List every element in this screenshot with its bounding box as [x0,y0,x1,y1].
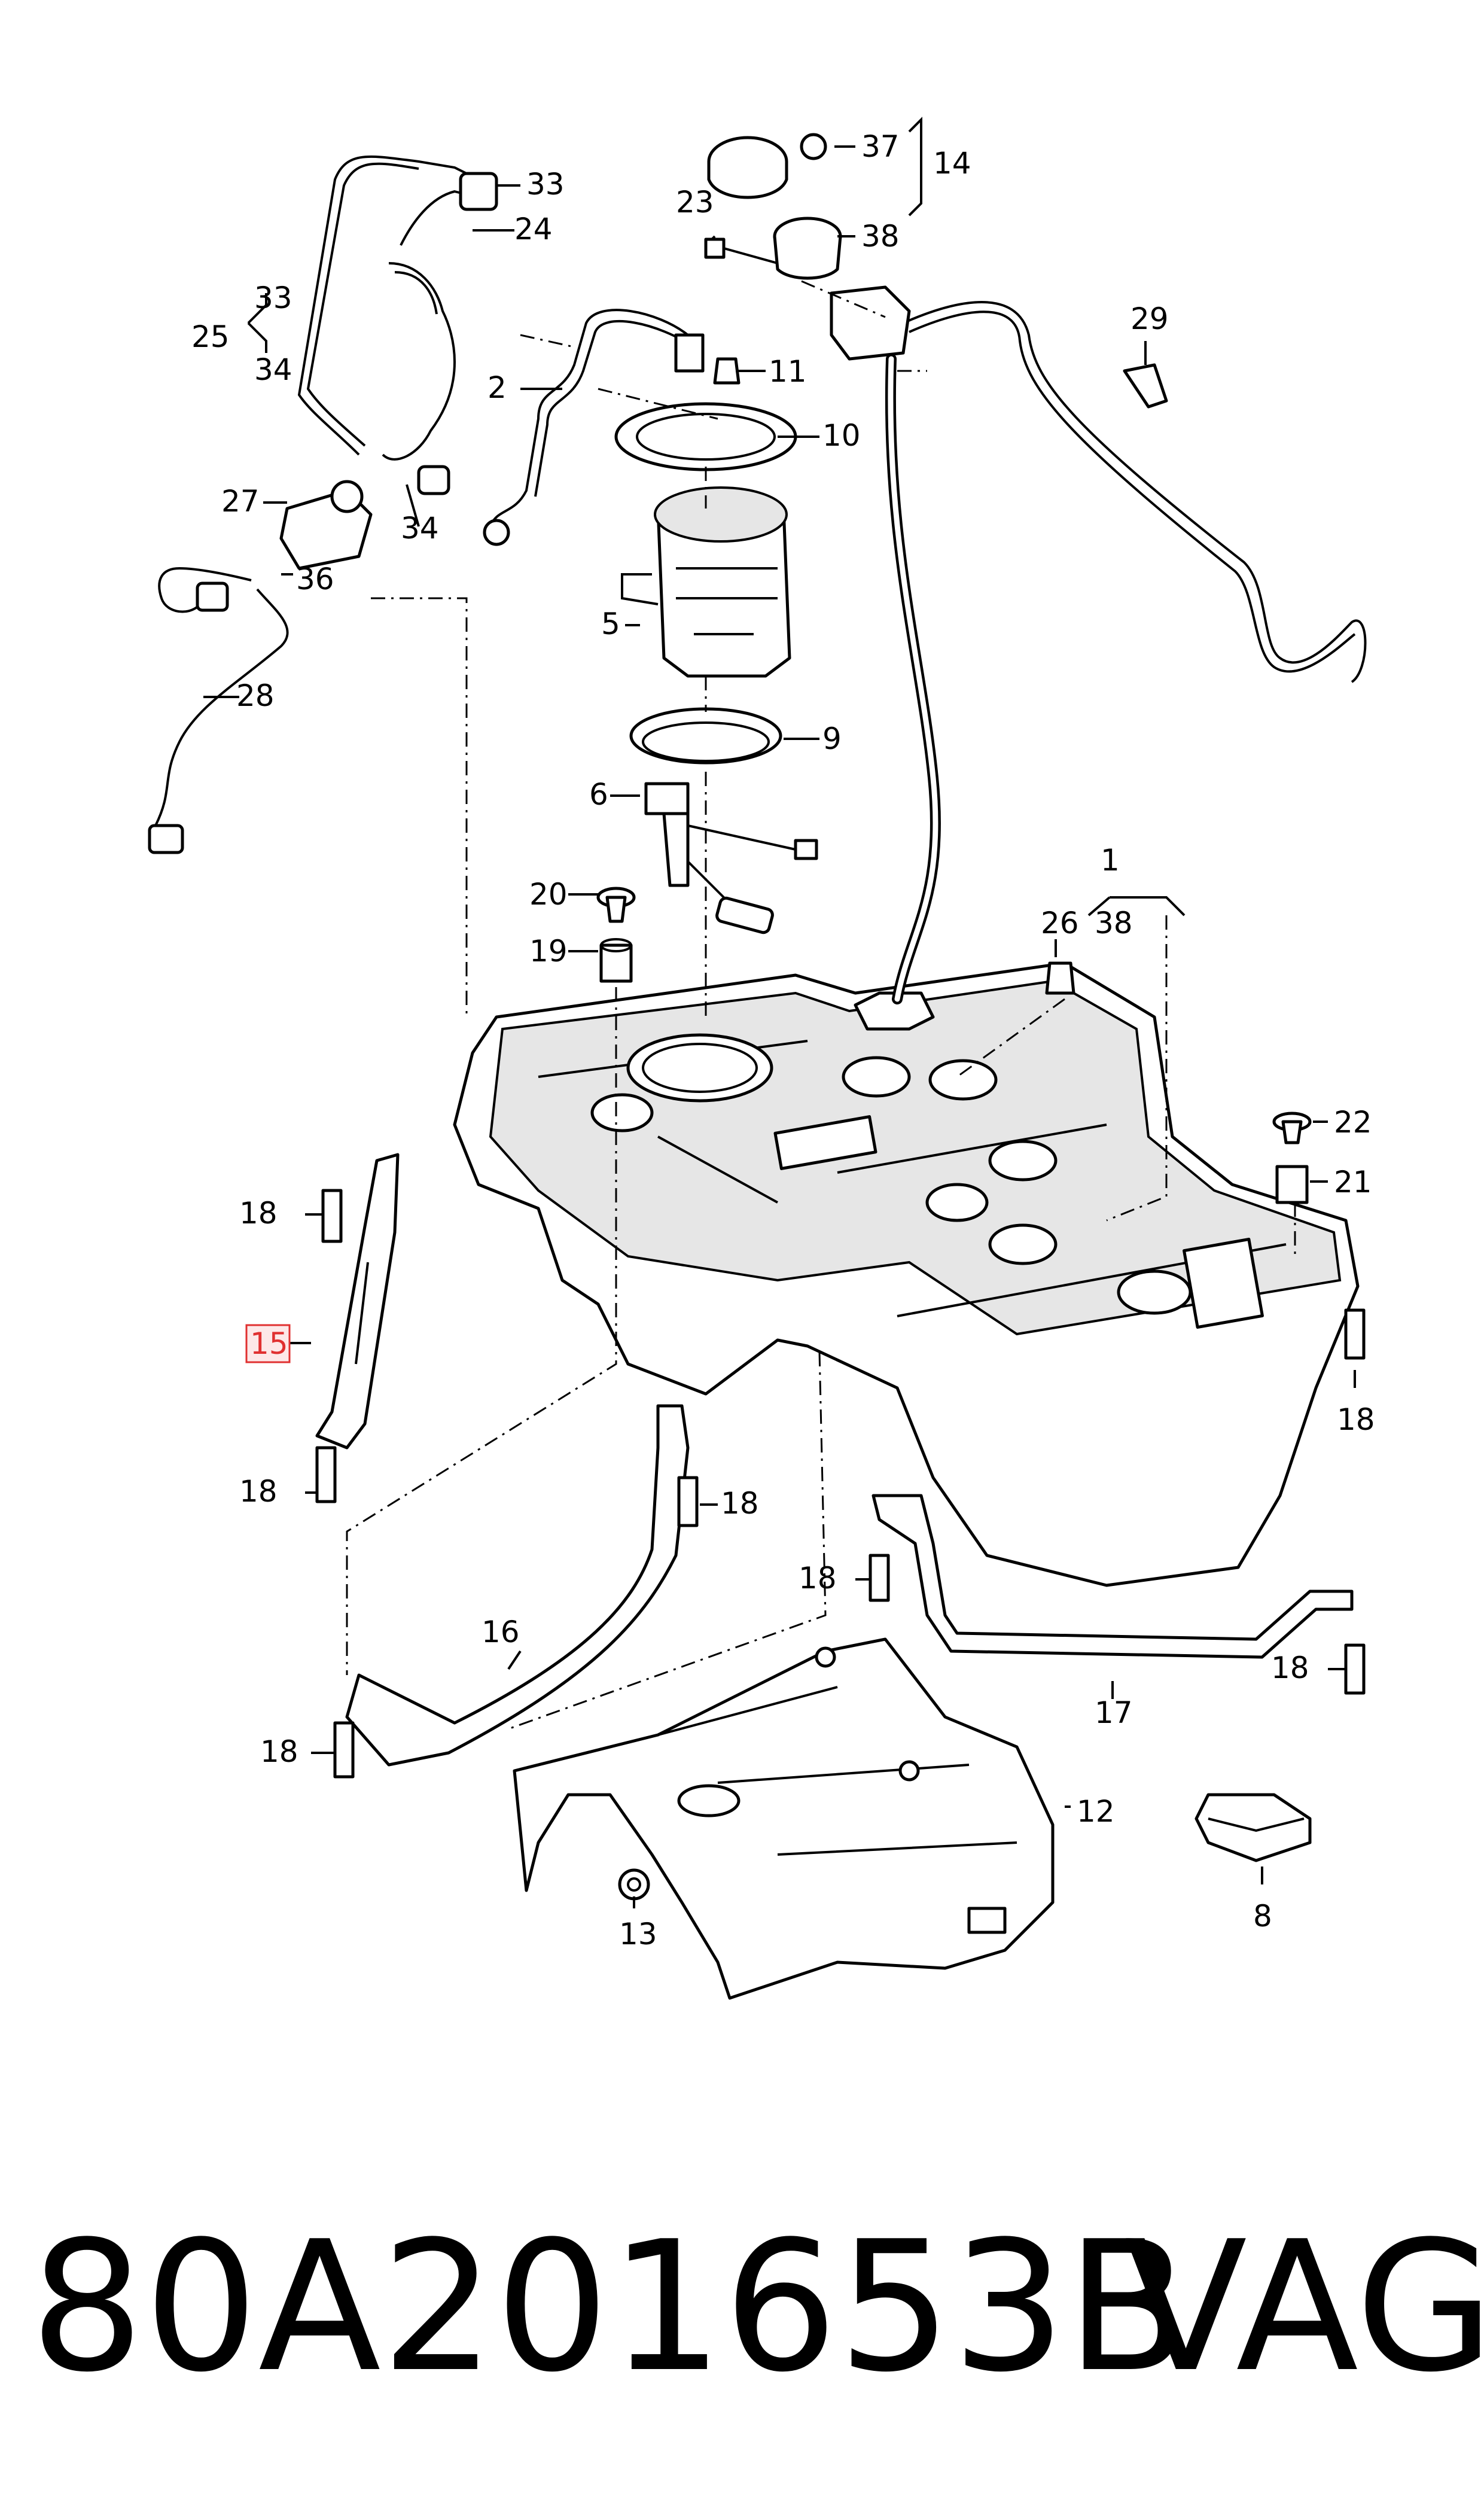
part-number: 80A201653B [30,2203,1189,2412]
label-13: 13 [619,1917,657,1951]
bolt-23[interactable] [704,238,778,264]
label-22: 22 [1334,1105,1372,1140]
label-27: 27 [221,484,260,519]
label-25: 25 [191,319,230,354]
cap-22[interactable] [1272,1112,1312,1144]
label-1: 1 [1101,843,1120,878]
label-2: 2 [487,370,507,405]
label-18: 18 [799,1561,837,1596]
filler-pipe[interactable] [885,354,941,1004]
label-8: 8 [1253,1899,1272,1934]
strap-15[interactable] [315,1153,400,1450]
connector-33-icon[interactable] [459,172,498,211]
label-18: 18 [1337,1402,1375,1437]
plug-26[interactable] [1045,961,1075,995]
label-18: 18 [721,1486,759,1521]
grommet-19[interactable] [599,938,633,983]
fuel-pump-5[interactable] [621,486,791,678]
label-18: 18 [239,1474,278,1509]
label-29: 29 [1130,302,1169,336]
label-33: 33 [526,167,565,202]
label-28: 28 [236,678,275,713]
cap-20[interactable] [596,887,636,923]
label-11: 11 [769,354,807,389]
strap-16[interactable] [345,1404,690,1767]
label-6: 6 [589,777,608,812]
lock-ring-10[interactable] [614,402,797,471]
line-2[interactable] [483,309,705,546]
label-20: 20 [529,877,568,912]
label-9: 9 [822,721,842,756]
label-36: 36 [296,562,334,596]
vent-line[interactable] [903,301,1367,683]
label-19: 19 [529,934,568,969]
heat-shield-12[interactable] [513,1637,1055,2000]
label-21: 21 [1334,1165,1372,1199]
cap-11[interactable] [713,357,741,385]
strap-17[interactable] [871,1494,1354,1659]
label-24: 24 [514,212,553,246]
sender-6[interactable] [644,782,818,934]
label-17: 17 [1095,1695,1133,1730]
highlight-box-15[interactable] [245,1324,291,1363]
label-18: 18 [239,1196,278,1231]
label-18: 18 [1271,1651,1309,1685]
label-10: 10 [822,418,861,453]
grommet-38[interactable] [773,217,842,280]
filler-cap-14[interactable] [707,133,827,199]
label-34: 34 [401,511,439,546]
filler-neck-housing[interactable] [830,285,911,361]
label-14: 14 [933,146,971,181]
label-18: 18 [260,1734,298,1769]
clip-29[interactable] [1123,363,1168,409]
label-5: 5 [601,607,620,641]
leader-lines [203,117,1356,1908]
label-38: 38 [861,219,900,254]
label-23: 23 [676,185,714,220]
module-8[interactable] [1194,1793,1312,1862]
fuel-tank[interactable] [453,961,1360,1587]
brand: VAG [1125,2203,1484,2412]
valve-27[interactable] [279,480,373,570]
nut-13[interactable] [618,1868,650,1901]
label-26: 26 [1041,906,1079,940]
label-12: 12 [1077,1794,1115,1829]
label-33: 33 [254,281,292,315]
label-15: 15 [250,1326,288,1361]
grommet-21[interactable] [1275,1165,1309,1204]
bolt-18-icon[interactable] [315,1189,1366,1779]
label-37: 37 [861,129,900,164]
seal-9[interactable] [629,707,782,765]
label-34: 34 [254,352,292,387]
label-38: 38 [1095,906,1133,940]
connector-34-icon[interactable] [417,465,450,495]
electrical-harness[interactable] [297,155,492,461]
label-16: 16 [482,1615,520,1649]
